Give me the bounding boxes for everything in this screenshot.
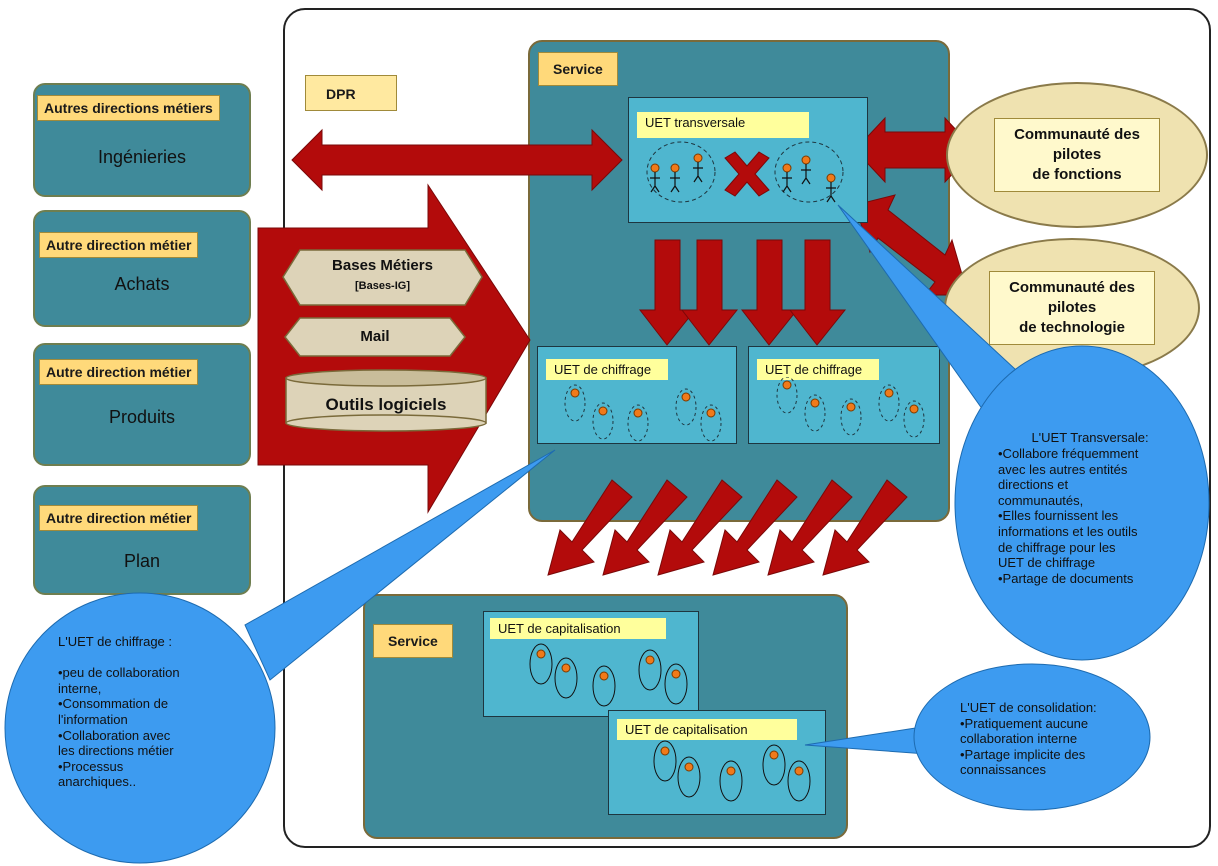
community-fonctions: Communauté des pilotes de fonctions <box>946 82 1208 228</box>
bases-metiers-label: Bases Métiers <box>332 257 433 274</box>
team-people <box>529 643 688 707</box>
community-fonctions-label: Communauté des pilotes de fonctions <box>994 117 1160 193</box>
service-bottom-label: Service <box>373 624 453 658</box>
bases-ig-label: [Bases-IG] <box>354 280 411 292</box>
team-people <box>564 384 722 442</box>
community-line: pilotes <box>1052 145 1102 163</box>
dpr-label: DPR <box>305 75 397 111</box>
community-line: de technologie <box>1019 319 1125 337</box>
uet-chiffrage-1: UET de chiffrage <box>537 346 737 444</box>
hexagon-mail <box>284 317 466 357</box>
direction-header: Autre direction métier <box>39 505 199 531</box>
mail-label: Mail <box>360 328 390 345</box>
direction-box-ingenieries: Autres directions métiers Ingénieries <box>33 83 251 197</box>
direction-header: Autre direction métier <box>39 232 199 258</box>
community-line: Communauté des <box>1014 125 1140 143</box>
callout-pointer <box>244 449 556 681</box>
hexagon-bases-metiers <box>282 249 483 306</box>
team-people <box>646 141 844 203</box>
uet-capitalisation-label: UET de capitalisation <box>617 719 797 740</box>
team-people <box>776 377 925 438</box>
uet-chiffrage-2: UET de chiffrage <box>748 346 940 444</box>
direction-header: Autre direction métier <box>39 359 199 385</box>
callout-transversale-text: •Collabore fréquemment avec les autres e… <box>998 446 1139 586</box>
direction-name: Produits <box>108 407 176 427</box>
direction-name: Ingénieries <box>97 147 187 167</box>
uet-capitalisation-2: UET de capitalisation <box>608 710 826 815</box>
community-line: de fonctions <box>1032 166 1122 184</box>
callout-transversale-title: L'UET Transversale: <box>1031 430 1149 445</box>
service-top-label: Service <box>538 52 618 86</box>
double-arrow-horizontal <box>291 128 623 192</box>
uet-capitalisation-1: UET de capitalisation <box>483 611 699 717</box>
callout-chiffrage-bubble <box>4 592 276 864</box>
uet-transversale: UET transversale <box>628 97 868 223</box>
cross-arrows-icon <box>724 151 770 197</box>
diagonal-arrows <box>547 479 908 576</box>
down-arrows <box>638 239 847 346</box>
uet-chiffrage-label: UET de chiffrage <box>757 359 879 380</box>
callout-chiffrage-text: L'UET de chiffrage : •peu de collaborati… <box>58 634 180 790</box>
outils-logiciels-label: Outils logiciels <box>325 395 447 414</box>
direction-name: Plan <box>123 551 161 571</box>
direction-name: Achats <box>114 274 170 294</box>
callout-transversale-bubble <box>954 345 1210 661</box>
callout-consolidation-bubble <box>913 663 1151 811</box>
direction-box-plan: Autre direction métier Plan <box>33 485 251 595</box>
community-line: pilotes <box>1047 298 1097 316</box>
community-technologie-label: Communauté des pilotes de technologie <box>989 270 1155 346</box>
direction-header: Autres directions métiers <box>37 95 220 121</box>
uet-capitalisation-label: UET de capitalisation <box>490 618 666 639</box>
team-people <box>653 740 811 802</box>
cylinder-outils <box>285 369 487 432</box>
callout-consolidation-text: L'UET de consolidation: •Pratiquement au… <box>960 700 1097 778</box>
direction-box-produits: Autre direction métier Produits <box>33 343 251 466</box>
community-line: Communauté des <box>1009 278 1135 296</box>
direction-box-achats: Autre direction métier Achats <box>33 210 251 327</box>
uet-chiffrage-label: UET de chiffrage <box>546 359 668 380</box>
community-technologie: Communauté des pilotes de technologie <box>944 238 1200 378</box>
uet-transversale-label: UET transversale <box>637 112 809 138</box>
